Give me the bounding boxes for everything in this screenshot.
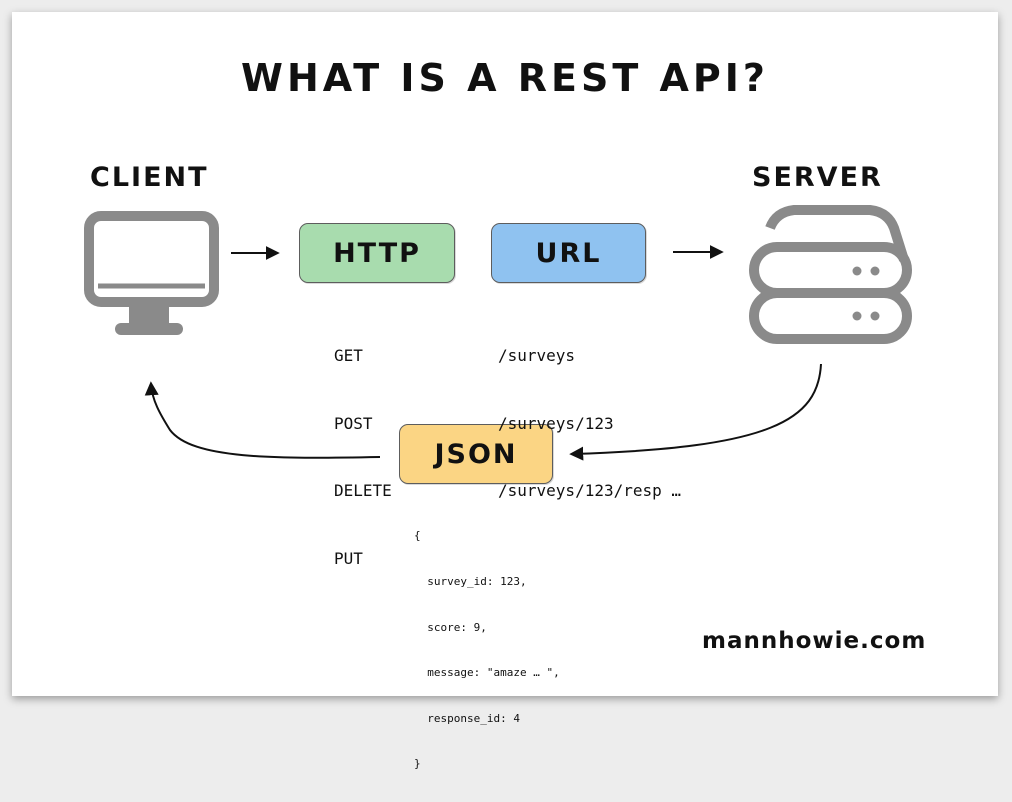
json-line: survey_id: 123, (414, 575, 527, 589)
json-line: score: 9, (414, 620, 487, 634)
json-line: response_id: 4 (414, 711, 520, 725)
json-line: message: "amaze … ", (414, 666, 560, 680)
footer-brand: mannhowie.com (702, 628, 927, 654)
server-icon (749, 205, 912, 344)
json-box: JSON (399, 424, 553, 484)
http-method: DELETE (334, 481, 392, 500)
monitor-icon (84, 211, 219, 335)
diagram-canvas: WHAT IS A REST API? CLIENT SERVER (12, 12, 998, 770)
url-path-list: /surveys /surveys/123 /surveys/123/resp … (498, 300, 681, 548)
url-path: /surveys/123/resp … (498, 481, 682, 500)
json-line: { (414, 529, 421, 543)
http-label: HTTP (333, 237, 421, 269)
diagram-title: WHAT IS A REST API? (241, 56, 769, 100)
http-method: POST (334, 413, 373, 433)
url-label: URL (535, 237, 602, 269)
diagram-graphics (84, 205, 912, 461)
url-path: /surveys (498, 346, 576, 365)
json-label: JSON (434, 438, 518, 470)
client-label: CLIENT (90, 162, 209, 193)
http-method: PUT (334, 548, 363, 568)
http-method: GET (334, 346, 363, 365)
url-path: /surveys/123 (498, 413, 614, 433)
http-method-list: GET POST DELETE PUT (334, 300, 392, 615)
json-payload: { survey_id: 123, score: 9, message: "am… (414, 498, 560, 802)
json-to-client-arrow (144, 381, 381, 459)
url-box: URL (491, 223, 646, 283)
server-to-json-arrow (569, 363, 822, 461)
json-line: } (414, 757, 421, 771)
http-box: HTTP (299, 223, 455, 283)
server-label: SERVER (752, 162, 883, 193)
